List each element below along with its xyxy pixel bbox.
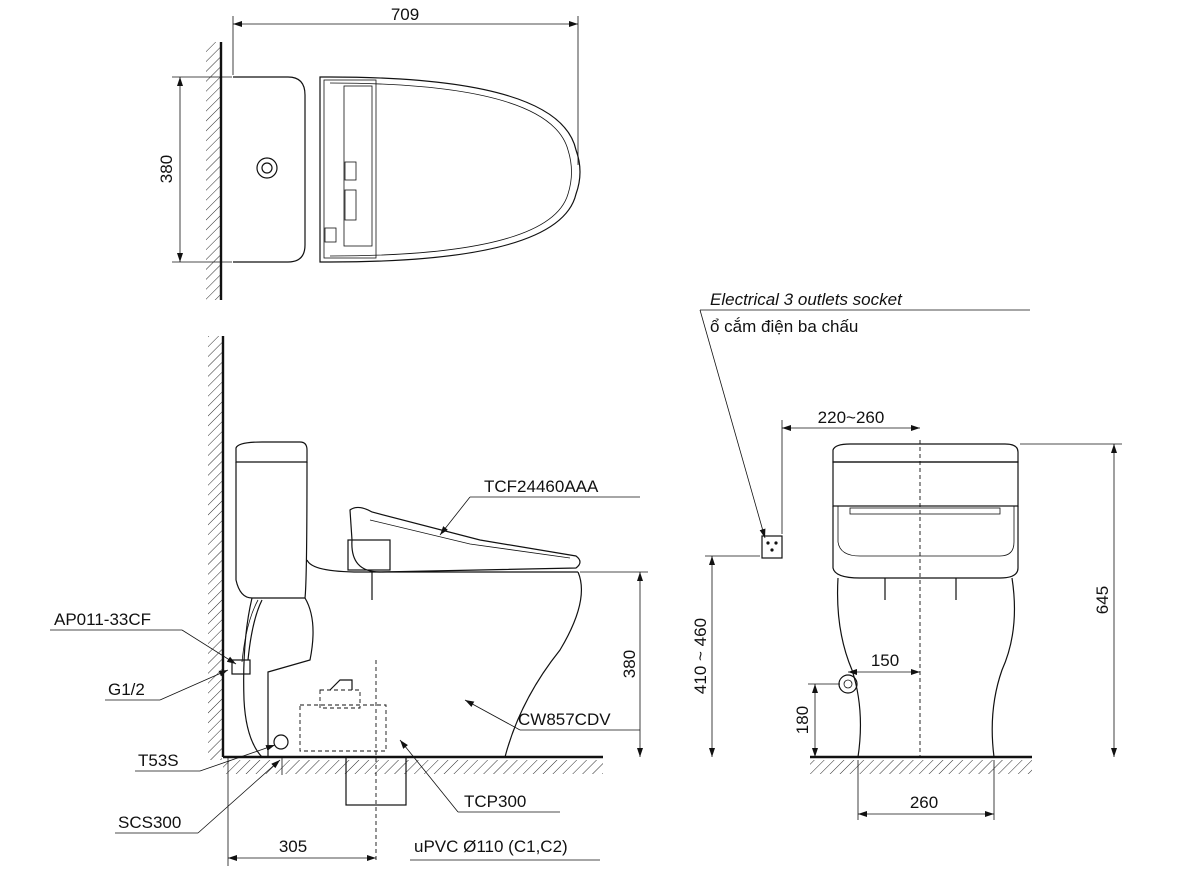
flush-button-inner xyxy=(261,162,273,174)
side-drain-pipe xyxy=(345,756,407,806)
front-inlet-valve xyxy=(838,674,858,694)
top-control-unit xyxy=(323,79,377,259)
socket-box xyxy=(761,535,783,559)
top-seat-inner xyxy=(329,82,572,257)
side-tank-lid xyxy=(235,441,308,463)
leader-gasket xyxy=(199,744,276,772)
side-trap-outline xyxy=(299,704,387,752)
top-control-panel xyxy=(343,85,373,247)
side-bowl-back xyxy=(243,597,263,758)
side-trap-top xyxy=(319,689,361,709)
flush-button-outer xyxy=(256,157,278,179)
leader-trap xyxy=(399,739,459,813)
socket-pin-1 xyxy=(766,541,770,545)
front-pedestal-left xyxy=(837,577,862,758)
front-tank-lid xyxy=(832,443,1019,463)
top-view: 709 380 xyxy=(157,5,581,300)
side-view: TCF24460AAA CW857CDV AP011-33CF G1/2 T53… xyxy=(50,336,648,866)
label-socket-vi: ổ cắm điện ba chấu xyxy=(710,317,858,336)
top-button-panel xyxy=(344,189,357,221)
leader-bowl xyxy=(464,699,521,731)
side-tank-body xyxy=(235,461,308,599)
front-seat-block xyxy=(832,506,1019,579)
leader-valve xyxy=(181,629,237,665)
side-wall-hatch xyxy=(208,336,222,760)
side-bolt xyxy=(273,734,289,750)
dim-base-width-260: 260 xyxy=(910,793,938,812)
front-inlet-center xyxy=(843,679,853,689)
side-supply-hose xyxy=(247,599,263,661)
side-trap-hook xyxy=(329,679,353,691)
dim-inlet-offset-150: 150 xyxy=(871,651,899,670)
front-floor-hatch xyxy=(810,760,1032,774)
dim-total-height-645: 645 xyxy=(1093,586,1112,614)
side-seat-base xyxy=(347,539,391,571)
dim-inlet-height-180: 180 xyxy=(793,706,812,734)
side-floor-hatch xyxy=(223,760,603,774)
top-power-box xyxy=(324,227,337,243)
front-view: Electrical 3 outlets socket ổ cắm điện b… xyxy=(691,290,1122,820)
front-hoses xyxy=(884,578,957,600)
label-pipe-spec: uPVC Ø110 (C1,C2) xyxy=(414,837,568,856)
label-gasket-model: T53S xyxy=(138,751,179,770)
label-seat-model: TCF24460AAA xyxy=(484,477,599,496)
dim-socket-height: 410 ~ 460 xyxy=(691,618,710,694)
side-supply-hose-2 xyxy=(241,599,259,663)
side-seat xyxy=(349,506,581,573)
socket-pin-3 xyxy=(770,548,774,552)
front-tank-body xyxy=(832,461,1019,507)
front-seat-inner xyxy=(837,506,1015,557)
socket-pin-2 xyxy=(774,541,778,545)
front-control-strip xyxy=(849,507,1001,515)
label-socket-en: Electrical 3 outlets socket xyxy=(710,290,903,309)
socket-leader xyxy=(699,309,766,539)
leader-flange xyxy=(197,759,281,834)
label-trap-model: TCP300 xyxy=(464,792,526,811)
dim-depth-380: 380 xyxy=(157,155,176,183)
label-valve-model: AP011-33CF xyxy=(54,610,151,629)
dim-socket-offset: 220~260 xyxy=(818,408,885,427)
leader-seat xyxy=(439,496,471,536)
label-flange-model: SCS300 xyxy=(118,813,181,832)
side-angle-valve xyxy=(231,659,251,675)
front-pedestal-right xyxy=(991,577,1016,758)
side-bowl-front xyxy=(504,571,583,758)
top-wall-hatch xyxy=(206,42,220,300)
dim-width-709: 709 xyxy=(391,5,419,24)
side-seat-line xyxy=(369,519,571,559)
dim-seat-height-380: 380 xyxy=(620,650,639,678)
dim-rough-in-305: 305 xyxy=(279,837,307,856)
leader-inlet xyxy=(159,669,229,701)
top-tank xyxy=(233,76,306,263)
side-bowl-rim xyxy=(306,559,578,573)
label-bowl-model: CW857CDV xyxy=(518,710,611,729)
top-seat-outline xyxy=(319,76,581,263)
label-inlet-size: G1/2 xyxy=(108,680,145,699)
side-trapway xyxy=(267,597,314,757)
top-remote-slot xyxy=(344,161,357,181)
